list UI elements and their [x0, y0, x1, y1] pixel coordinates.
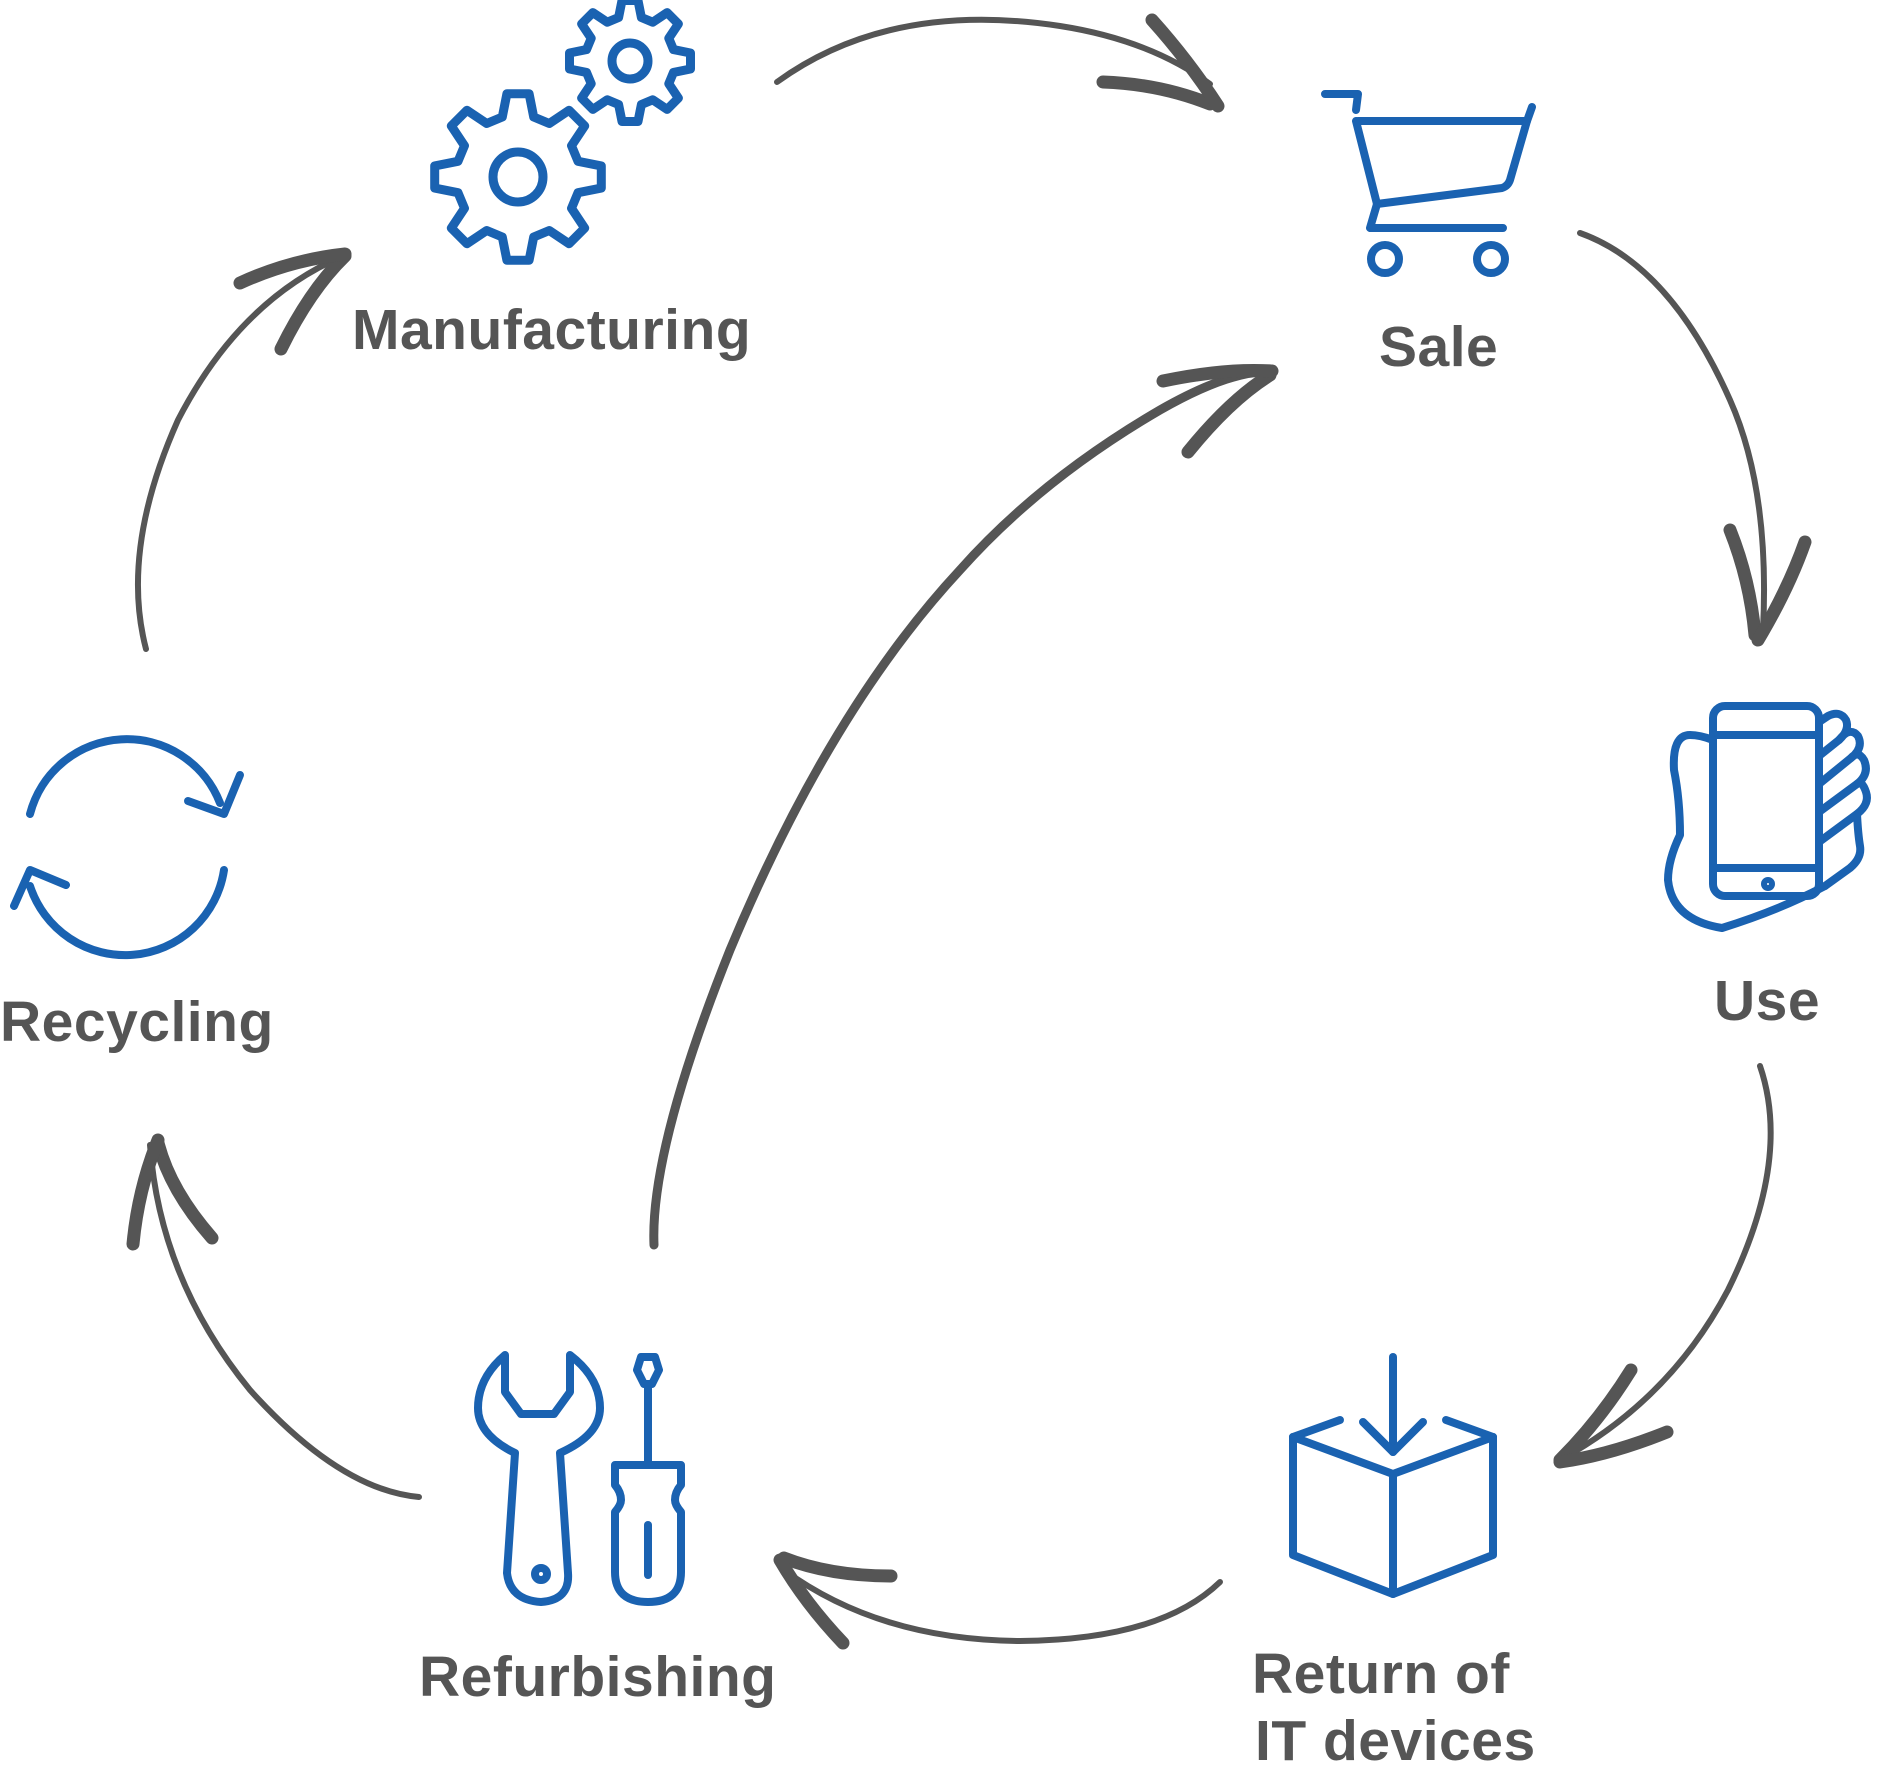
- label-use: Use: [1714, 969, 1821, 1033]
- label-return-line2: IT devices: [1255, 1709, 1536, 1773]
- label-sale: Sale: [1379, 315, 1499, 379]
- flow-arrow-refurbishing-to-sale: [649, 363, 1279, 1250]
- flow-arrow-recycling-to-manufacturing: [134, 247, 352, 652]
- hand-phone-icon: [1664, 702, 1871, 932]
- flow-arrow-refurbishing-to-recycling: [126, 1133, 422, 1500]
- box-arrow-down-icon: [1289, 1353, 1497, 1598]
- flow-arrow-return-to-refurbishing: [773, 1551, 1223, 1650]
- wrench-screwdriver-icon: [474, 1351, 685, 1606]
- small-gear-icon: [565, 0, 695, 126]
- flow-arrow-sale-to-use: [1577, 230, 1812, 647]
- gears-icon: [430, 0, 695, 265]
- recycle-arrows-icon: [10, 735, 244, 960]
- label-refurbishing: Refurbishing: [419, 1645, 777, 1709]
- label-recycling: Recycling: [0, 990, 274, 1054]
- shopping-cart-icon: [1321, 90, 1536, 277]
- flow-arrow-use-to-return: [1553, 1063, 1774, 1469]
- large-gear-icon: [430, 89, 606, 265]
- label-return-line1: Return of: [1252, 1642, 1510, 1706]
- flow-arrow-manufacturing-to-sale: [774, 13, 1225, 113]
- wrench-icon: [474, 1351, 604, 1606]
- label-manufacturing: Manufacturing: [352, 298, 752, 362]
